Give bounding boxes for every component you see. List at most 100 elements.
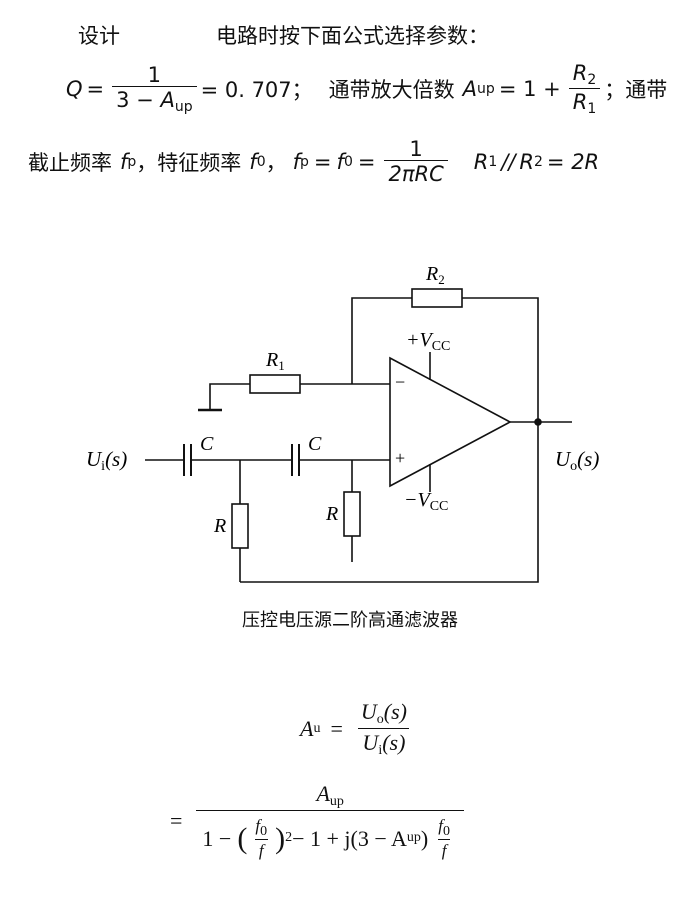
- passband-gain-label: 通带放大倍数: [328, 78, 455, 103]
- cutoff-label: 截止频率: [28, 150, 112, 175]
- left-paren: (: [237, 821, 248, 855]
- r1-subscript: 1: [587, 100, 597, 117]
- a-symbol: A: [160, 87, 175, 112]
- zero-subscript: 0: [256, 153, 266, 170]
- q-numerator: 1: [147, 62, 162, 87]
- rb-resistor: [343, 491, 361, 537]
- ra-label: R: [213, 515, 226, 537]
- equals-2r: = 2R: [546, 149, 600, 174]
- fp-symbol: f: [120, 149, 128, 174]
- intro-design-word: 设计: [78, 24, 120, 48]
- zero-sub: 0: [442, 823, 450, 839]
- vcc-neg-label: −VCC: [404, 489, 448, 514]
- inverting-label: −: [395, 372, 405, 392]
- r2-wire-left: [351, 297, 412, 384]
- gain-equals: = 1 +: [498, 77, 561, 102]
- up-subscript: up: [329, 794, 344, 809]
- noninverting-label: +: [395, 448, 405, 468]
- o-subscript: o: [376, 712, 384, 727]
- i-subscript: i: [378, 742, 383, 758]
- intro-text: 电路时按下面公式选择参数：: [216, 24, 489, 48]
- output-node: [534, 418, 542, 426]
- rc-fraction: 1 2πRC: [384, 138, 448, 185]
- uo-numerator: Uo(s): [357, 700, 411, 728]
- q-value: = 0. 707；: [200, 78, 313, 103]
- rb-label: R: [325, 503, 338, 525]
- q-denominator-prefix: 3 −: [116, 87, 161, 112]
- r1-resistor: [249, 374, 301, 394]
- a-symbol: A: [316, 781, 330, 806]
- q-denominator: 3 − Aup: [112, 85, 197, 115]
- u-subscript: u: [313, 721, 321, 737]
- u-symbol: U: [362, 729, 379, 755]
- square-exponent: 2: [285, 830, 293, 846]
- s-arg: (s): [383, 699, 407, 724]
- passband-continued: ；通带: [604, 78, 668, 103]
- equals-1: =: [313, 149, 332, 174]
- p-subscript: p: [127, 153, 137, 170]
- ui-label: Ui(s): [86, 447, 127, 474]
- aup-symbol: A: [462, 77, 478, 102]
- f-den-2: f: [437, 839, 451, 860]
- c2-label: C: [308, 433, 322, 455]
- fp-symbol-2: f: [292, 149, 301, 174]
- equals-2: =: [357, 149, 376, 174]
- u-symbol: U: [360, 699, 377, 724]
- r2-symbol: R: [519, 149, 534, 174]
- equals-sign: =: [86, 77, 105, 102]
- rc-denominator: 2πRC: [384, 160, 448, 185]
- f0-over-f-2: f0 f: [434, 815, 454, 861]
- equals: =: [170, 808, 183, 834]
- f-symbol: f: [438, 815, 443, 835]
- bottom-feedback-wire: [240, 422, 539, 583]
- r2-r1-fraction: R2 R1: [568, 62, 601, 117]
- c1-label: C: [200, 433, 214, 455]
- r-symbol: R: [572, 89, 588, 114]
- gain-numerator: Aup: [312, 782, 347, 810]
- c2-capacitor: [291, 444, 300, 476]
- middle-terms: − 1 + j(3 − A: [292, 825, 407, 851]
- au-symbol: A: [300, 716, 314, 742]
- right-paren: ): [275, 821, 286, 855]
- aup-subscript: up: [477, 81, 495, 98]
- r2-numerator: R2: [569, 62, 601, 88]
- r2-subscript: 2: [587, 72, 597, 88]
- f0-num: f0: [251, 816, 271, 840]
- r1-symbol: R: [473, 149, 489, 174]
- vcc-pos-label: +VCC: [406, 329, 450, 354]
- zero-sub: 0: [260, 823, 268, 839]
- f0-symbol-2: f: [336, 149, 344, 174]
- zero-subscript-2: 0: [343, 153, 353, 170]
- equals: =: [330, 716, 343, 742]
- comma: ，: [265, 150, 287, 175]
- close-paren: ): [420, 825, 429, 851]
- ui-denominator: Ui(s): [358, 727, 410, 759]
- intro-line: 设计 电路时按下面公式选择参数：: [78, 20, 489, 50]
- f-den: f: [254, 839, 268, 860]
- f0-symbol: f: [249, 149, 257, 174]
- f0-over-f: f0 f: [251, 816, 271, 861]
- r1-denominator: R1: [568, 87, 601, 117]
- f0-num-2: f0: [434, 815, 454, 840]
- up-sub: up: [406, 830, 421, 846]
- r1-sub: 1: [488, 153, 498, 170]
- r1-wire-left: [209, 383, 250, 410]
- characteristic-label: ，特征频率: [136, 150, 242, 175]
- r1-label: R1: [265, 349, 285, 373]
- r2-resistor: [411, 288, 463, 308]
- uo-ui-fraction: Uo(s) Ui(s): [357, 700, 411, 758]
- r2-label: R2: [425, 263, 445, 287]
- diagram-caption: 压控电压源二阶高通滤波器: [242, 610, 458, 631]
- q-fraction: 1 3 − Aup: [112, 62, 197, 115]
- op-amp-triangle: [389, 356, 512, 488]
- uo-label: Uo(s): [555, 447, 599, 474]
- parallel-symbol: //: [501, 149, 516, 174]
- s-arg: (s): [382, 729, 406, 755]
- one-minus: 1 −: [202, 825, 232, 851]
- q-symbol: Q: [66, 77, 83, 102]
